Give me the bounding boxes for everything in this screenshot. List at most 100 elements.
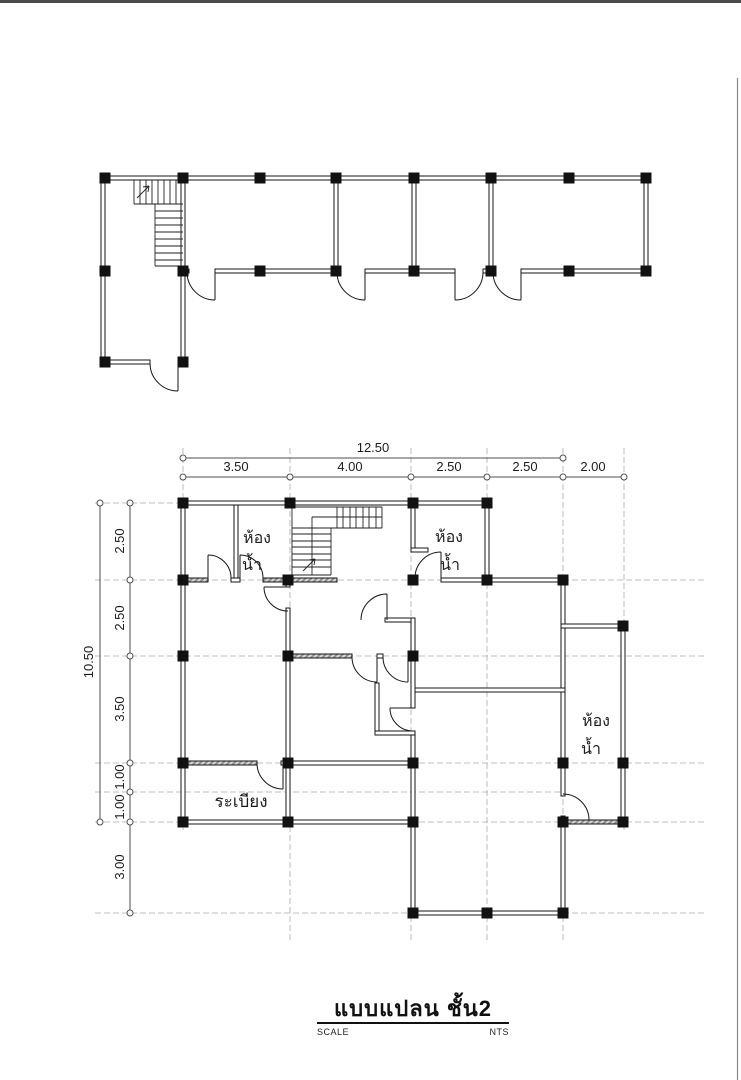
door-swing: [562, 793, 590, 821]
column-marker: [282, 816, 294, 828]
title-block: แบบแปลน ชั้น2 SCALE NTS: [317, 994, 509, 1037]
walls: [100, 175, 649, 916]
wall: [643, 175, 649, 274]
door-swing: [239, 554, 264, 579]
column-marker: [640, 172, 652, 184]
scale-label: SCALE: [317, 1027, 350, 1037]
drawing-title: แบบแปลน ชั้น2: [333, 996, 493, 1021]
wall-hatched: [184, 760, 258, 766]
dim-tick: [483, 473, 491, 481]
room-label: ห้อง: [435, 528, 463, 546]
dim-tick: [286, 473, 294, 481]
dim-overall-height: 10.50: [81, 646, 96, 679]
wall: [620, 623, 626, 825]
wall: [374, 682, 380, 736]
column-marker: [282, 650, 294, 662]
column-marker: [284, 497, 296, 509]
dim-tick: [126, 499, 134, 507]
wall: [410, 617, 416, 709]
door-swing: [256, 762, 284, 790]
column-marker: [99, 265, 111, 277]
column-marker: [408, 172, 420, 184]
dim-segment-height: 2.50: [112, 528, 127, 553]
stair-line: [302, 558, 316, 572]
column-marker: [408, 265, 420, 277]
door-swing: [149, 362, 179, 392]
wall-hatched: [287, 653, 353, 659]
column-marker: [99, 356, 111, 368]
column-marker: [407, 650, 419, 662]
door-swing: [454, 271, 484, 301]
wall: [488, 179, 494, 270]
column-marker: [481, 497, 493, 509]
column-marker: [407, 497, 419, 509]
wall: [333, 179, 339, 270]
dim-tick: [559, 473, 567, 481]
wall: [411, 179, 417, 270]
wall: [280, 760, 414, 766]
column-marker: [330, 265, 342, 277]
dim-segment-height: 3.50: [112, 696, 127, 721]
dim-tick: [179, 473, 187, 481]
room-label: น้ำ: [242, 553, 262, 574]
column-marker: [177, 356, 189, 368]
dim-segment-height: 2.50: [112, 605, 127, 630]
wall: [180, 819, 416, 825]
column-marker: [99, 172, 111, 184]
dim-tick: [126, 652, 134, 660]
wall: [285, 607, 291, 825]
dim-segment-height: 1.00: [112, 764, 127, 789]
wall: [376, 653, 384, 659]
column-marker: [177, 757, 189, 769]
wall: [410, 687, 566, 693]
stairs: [133, 180, 383, 576]
wall: [233, 504, 239, 579]
column-marker: [617, 816, 629, 828]
wall: [230, 577, 241, 583]
column-marker: [557, 907, 569, 919]
column-marker: [481, 574, 493, 586]
dim-tick: [407, 473, 415, 481]
dim-tick: [559, 454, 567, 462]
dim-segment-width: 2.50: [512, 459, 537, 474]
dim-tick: [126, 576, 134, 584]
column-marker: [177, 497, 189, 509]
wall: [440, 577, 566, 583]
room-label: ห้อง: [582, 712, 610, 730]
stair-line: [142, 185, 150, 188]
wall: [214, 268, 338, 274]
stair-line: [313, 558, 316, 566]
door-swing: [389, 707, 414, 732]
dim-segment-width: 4.00: [337, 459, 362, 474]
stair-line: [308, 558, 316, 561]
wall: [484, 500, 490, 583]
column-marker: [557, 816, 569, 828]
column-marker: [563, 265, 575, 277]
scale-value: NTS: [489, 1027, 509, 1037]
column-marker: [557, 757, 569, 769]
column-marker: [407, 757, 419, 769]
column-marker: [617, 620, 629, 632]
dim-segment-width: 3.50: [223, 459, 248, 474]
grid-lines: [95, 448, 705, 940]
wall-hatched: [262, 577, 338, 583]
dim-tick: [126, 788, 134, 796]
column-marker: [485, 172, 497, 184]
column-marker: [177, 650, 189, 662]
door-swing: [263, 586, 289, 612]
wall: [180, 500, 490, 506]
room-label: ห้อง: [243, 529, 271, 547]
door-swing: [382, 656, 409, 683]
dim-tick: [126, 759, 134, 767]
wall: [374, 730, 416, 736]
stair-line: [147, 185, 150, 193]
column-marker: [177, 816, 189, 828]
dim-tick: [96, 818, 104, 826]
dim-segment-height: 3.00: [112, 854, 127, 879]
dim-overall-width: 12.50: [357, 440, 390, 455]
door-swing: [186, 271, 216, 301]
dim-tick: [96, 499, 104, 507]
